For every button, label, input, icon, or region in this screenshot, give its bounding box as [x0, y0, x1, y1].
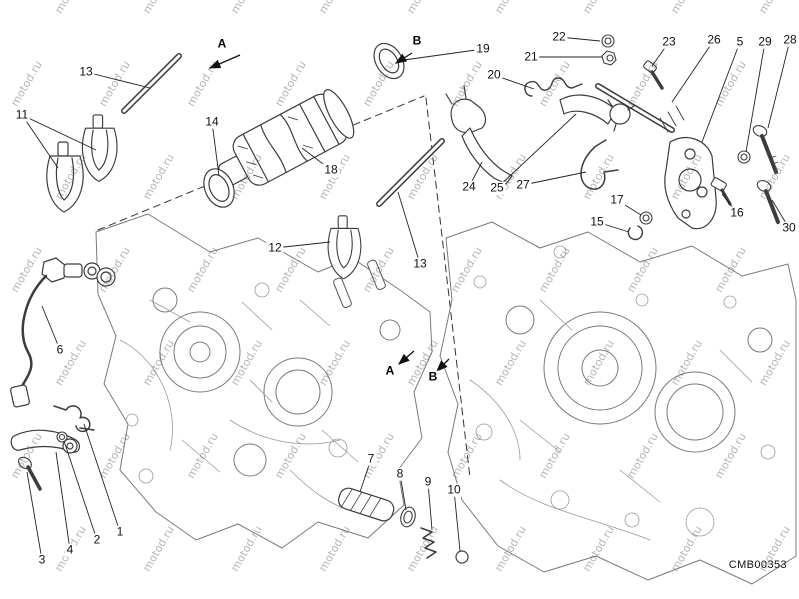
part-callout-21: 21 — [522, 49, 540, 64]
o-ring-19 — [373, 42, 405, 80]
part-callout-12: 12 — [266, 240, 284, 255]
bracket-plate-5 — [664, 137, 717, 230]
shift-fork-center — [327, 215, 362, 280]
part-callout-13: 13 — [77, 64, 95, 79]
detent-spring-9 — [420, 527, 437, 559]
part-code: CMB00353 — [728, 559, 787, 571]
part-callout-26: 26 — [705, 32, 723, 47]
shift-fork-left-b — [81, 114, 118, 182]
part-callout-23: 23 — [660, 34, 678, 49]
part-callout-6: 6 — [54, 342, 66, 357]
part-callout-9: 9 — [422, 474, 434, 489]
part-callout-7: 7 — [365, 451, 377, 466]
part-callout-14: 14 — [203, 114, 221, 129]
washer-2 — [56, 431, 68, 443]
part-callout-30: 30 — [780, 220, 798, 235]
part-callout-8: 8 — [394, 466, 406, 481]
part-callout-2: 2 — [91, 532, 103, 547]
part-callout-20: 20 — [485, 67, 503, 82]
part-callout-22: 22 — [550, 29, 568, 44]
part-callout-28: 28 — [781, 32, 799, 47]
adjuster-screw-16 — [710, 177, 732, 206]
part-callout-3: 3 — [36, 552, 48, 567]
bolt-30 — [756, 180, 780, 224]
shift-fork-left-a — [46, 141, 84, 213]
crankcase-left — [95, 213, 433, 549]
bolt-3 — [18, 456, 42, 491]
part-callout-25: 25 — [488, 180, 506, 195]
part-callout-10: 10 — [445, 482, 463, 497]
fork-rod-top — [121, 53, 182, 114]
part-callout-5: 5 — [734, 34, 746, 49]
part-callout-24: 24 — [460, 179, 478, 194]
lever-spring-1 — [53, 405, 95, 433]
part-callout-27: 27 — [514, 177, 532, 192]
bolt-28 — [752, 125, 779, 174]
detent-plug-7 — [338, 487, 395, 522]
selector-fork-24 — [445, 85, 513, 185]
part-callout-16: 16 — [728, 205, 746, 220]
view-label-B: B — [426, 369, 440, 384]
detent-ball-10 — [455, 550, 469, 564]
part-callout-15: 15 — [588, 214, 606, 229]
part-callout-4: 4 — [64, 542, 76, 557]
fork-rod-mid — [376, 138, 445, 207]
part-callout-17: 17 — [608, 192, 626, 207]
part-callout-29: 29 — [756, 34, 774, 49]
nut-21 — [601, 50, 617, 66]
view-label-A: A — [383, 363, 397, 378]
part-callout-1: 1 — [114, 524, 126, 539]
gearchange-lever — [559, 83, 685, 133]
washer-17 — [639, 211, 653, 225]
view-label-A: A — [215, 36, 229, 51]
bolt-23 — [643, 60, 664, 90]
part-callout-18: 18 — [322, 162, 340, 177]
o-ring-14 — [203, 168, 235, 208]
hairpin-spring-27 — [580, 139, 619, 190]
view-label-B: B — [410, 33, 424, 48]
part-callout-19: 19 — [474, 41, 492, 56]
part-callout-11: 11 — [13, 107, 31, 122]
washer-29 — [737, 150, 751, 164]
washer-8 — [400, 506, 416, 528]
return-spring-20 — [524, 77, 583, 97]
part-callout-13: 13 — [411, 256, 429, 271]
gear-sensor-6 — [10, 257, 116, 408]
washer-22 — [601, 34, 615, 48]
section-lines — [97, 95, 471, 479]
crankcase-right — [439, 221, 797, 585]
